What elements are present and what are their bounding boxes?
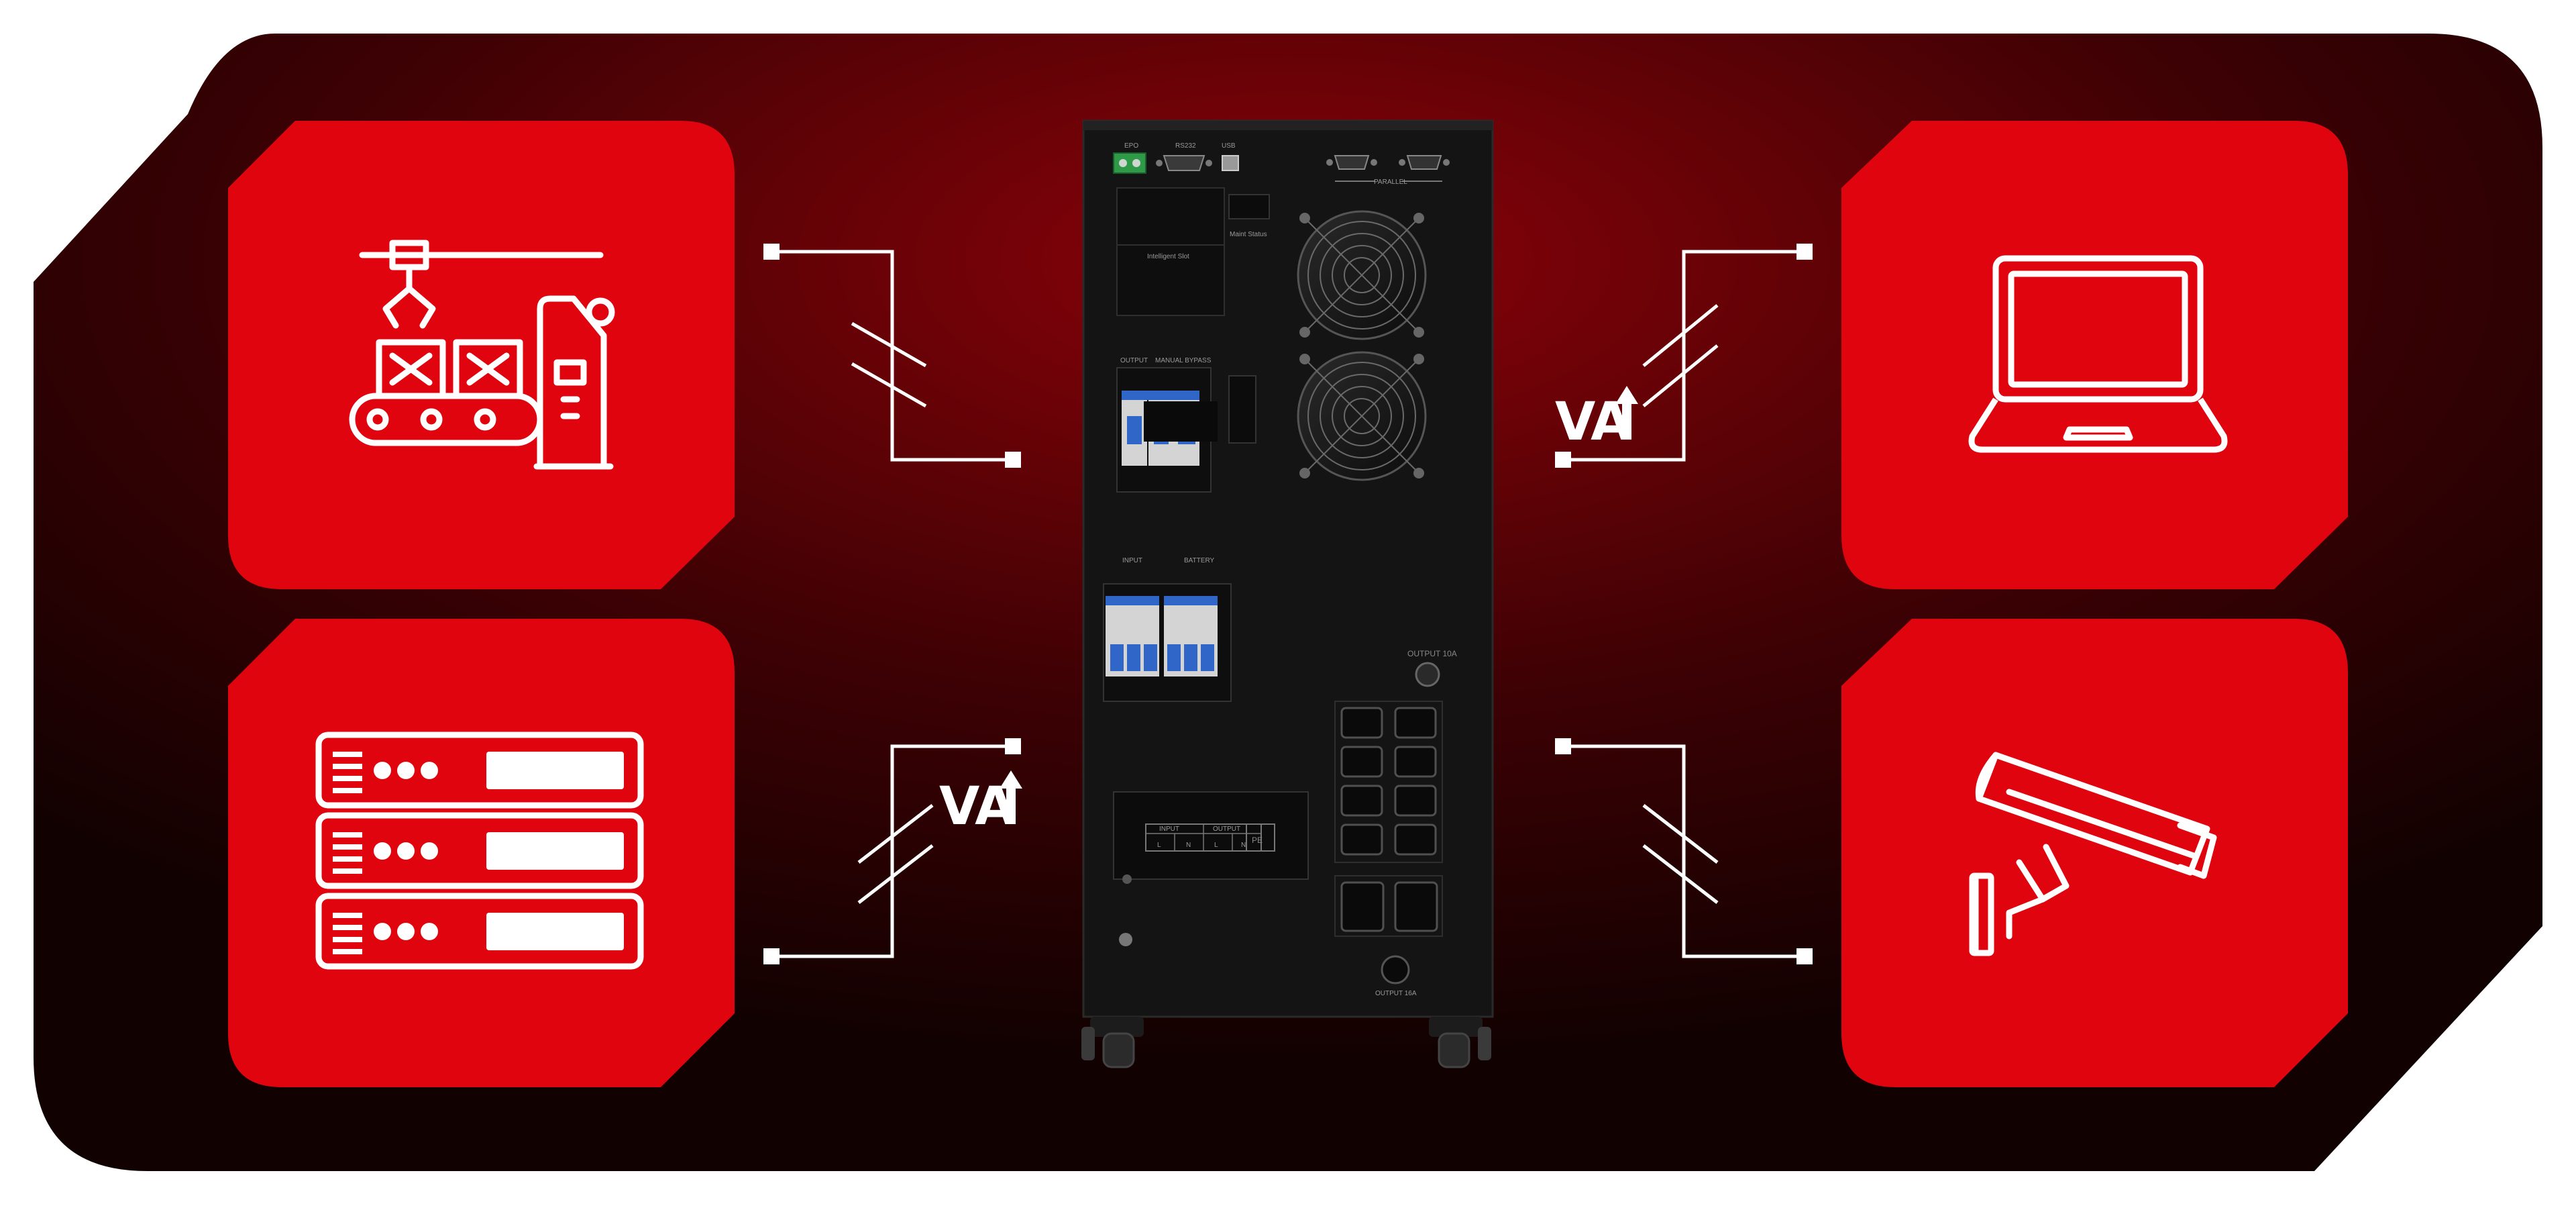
output-10a-sockets: OUTPUT 10A bbox=[1334, 649, 1457, 863]
svg-text:EPO: EPO bbox=[1124, 142, 1138, 150]
svg-text:OUTPUT 16A: OUTPUT 16A bbox=[1375, 990, 1417, 997]
fan-upper bbox=[1297, 210, 1427, 340]
connector-bottom-right bbox=[1563, 744, 1805, 958]
laptop-icon bbox=[1968, 255, 2228, 453]
tile-bottom-right bbox=[1841, 619, 2348, 1087]
svg-text:N: N bbox=[1186, 842, 1191, 849]
svg-text:OUTPUT 10A: OUTPUT 10A bbox=[1407, 649, 1457, 658]
connector-top-right bbox=[1563, 250, 1805, 462]
svg-text:PE: PE bbox=[1252, 836, 1263, 845]
svg-text:Intelligent Slot: Intelligent Slot bbox=[1147, 253, 1189, 260]
rs232-port: RS232 bbox=[1156, 142, 1212, 171]
svg-text:L: L bbox=[1214, 842, 1218, 849]
security-camera-icon bbox=[1969, 752, 2217, 956]
factory-conveyor-robot-arm-icon bbox=[349, 240, 615, 470]
svg-text:OUTPUT: OUTPUT bbox=[1213, 825, 1240, 833]
intelligent-slot: Intelligent Slot bbox=[1116, 187, 1225, 316]
svg-text:INPUT: INPUT bbox=[1159, 825, 1179, 833]
terminal-block: INPUT OUTPUT L N L N PE bbox=[1113, 791, 1309, 884]
input-battery-breakers: INPUT BATTERY bbox=[1103, 557, 1232, 702]
svg-text:L: L bbox=[1157, 842, 1161, 849]
output-bypass-breakers: OUTPUT MANUAL BYPASS bbox=[1116, 357, 1256, 493]
svg-text:MANUAL BYPASS: MANUAL BYPASS bbox=[1155, 357, 1212, 364]
svg-text:INPUT: INPUT bbox=[1122, 557, 1142, 564]
va-label-right: VA bbox=[1555, 386, 1638, 452]
ups-casters bbox=[1081, 1017, 1491, 1068]
output-16a-sockets: OUTPUT 16A bbox=[1334, 875, 1443, 997]
svg-text:N: N bbox=[1241, 842, 1246, 849]
epo-port: EPO bbox=[1113, 142, 1146, 174]
svg-text:Maint Status: Maint Status bbox=[1230, 231, 1267, 238]
svg-text:PARALLEL: PARALLEL bbox=[1374, 179, 1407, 186]
connector-top-left bbox=[771, 250, 1013, 462]
usb-port: USB bbox=[1222, 142, 1239, 171]
connector-bottom-left bbox=[771, 744, 1013, 958]
maint-switch: Maint Status bbox=[1228, 194, 1270, 238]
va-label-left: VA bbox=[939, 770, 1022, 837]
svg-text:BATTERY: BATTERY bbox=[1184, 557, 1215, 564]
tile-top-right bbox=[1841, 121, 2348, 589]
tile-bottom-left bbox=[228, 619, 735, 1087]
fan-lower bbox=[1297, 351, 1427, 481]
server-rack-icon bbox=[315, 732, 644, 970]
connector-endpoints bbox=[763, 244, 1813, 964]
tile-top-left bbox=[228, 121, 735, 589]
ups-unit: EPO RS232 USB PARALLEL In bbox=[1081, 119, 1494, 1068]
svg-text:USB: USB bbox=[1222, 142, 1236, 150]
parallel-ports: PARALLEL bbox=[1326, 155, 1450, 186]
svg-text:OUTPUT: OUTPUT bbox=[1120, 357, 1148, 364]
svg-text:RS232: RS232 bbox=[1175, 142, 1196, 150]
